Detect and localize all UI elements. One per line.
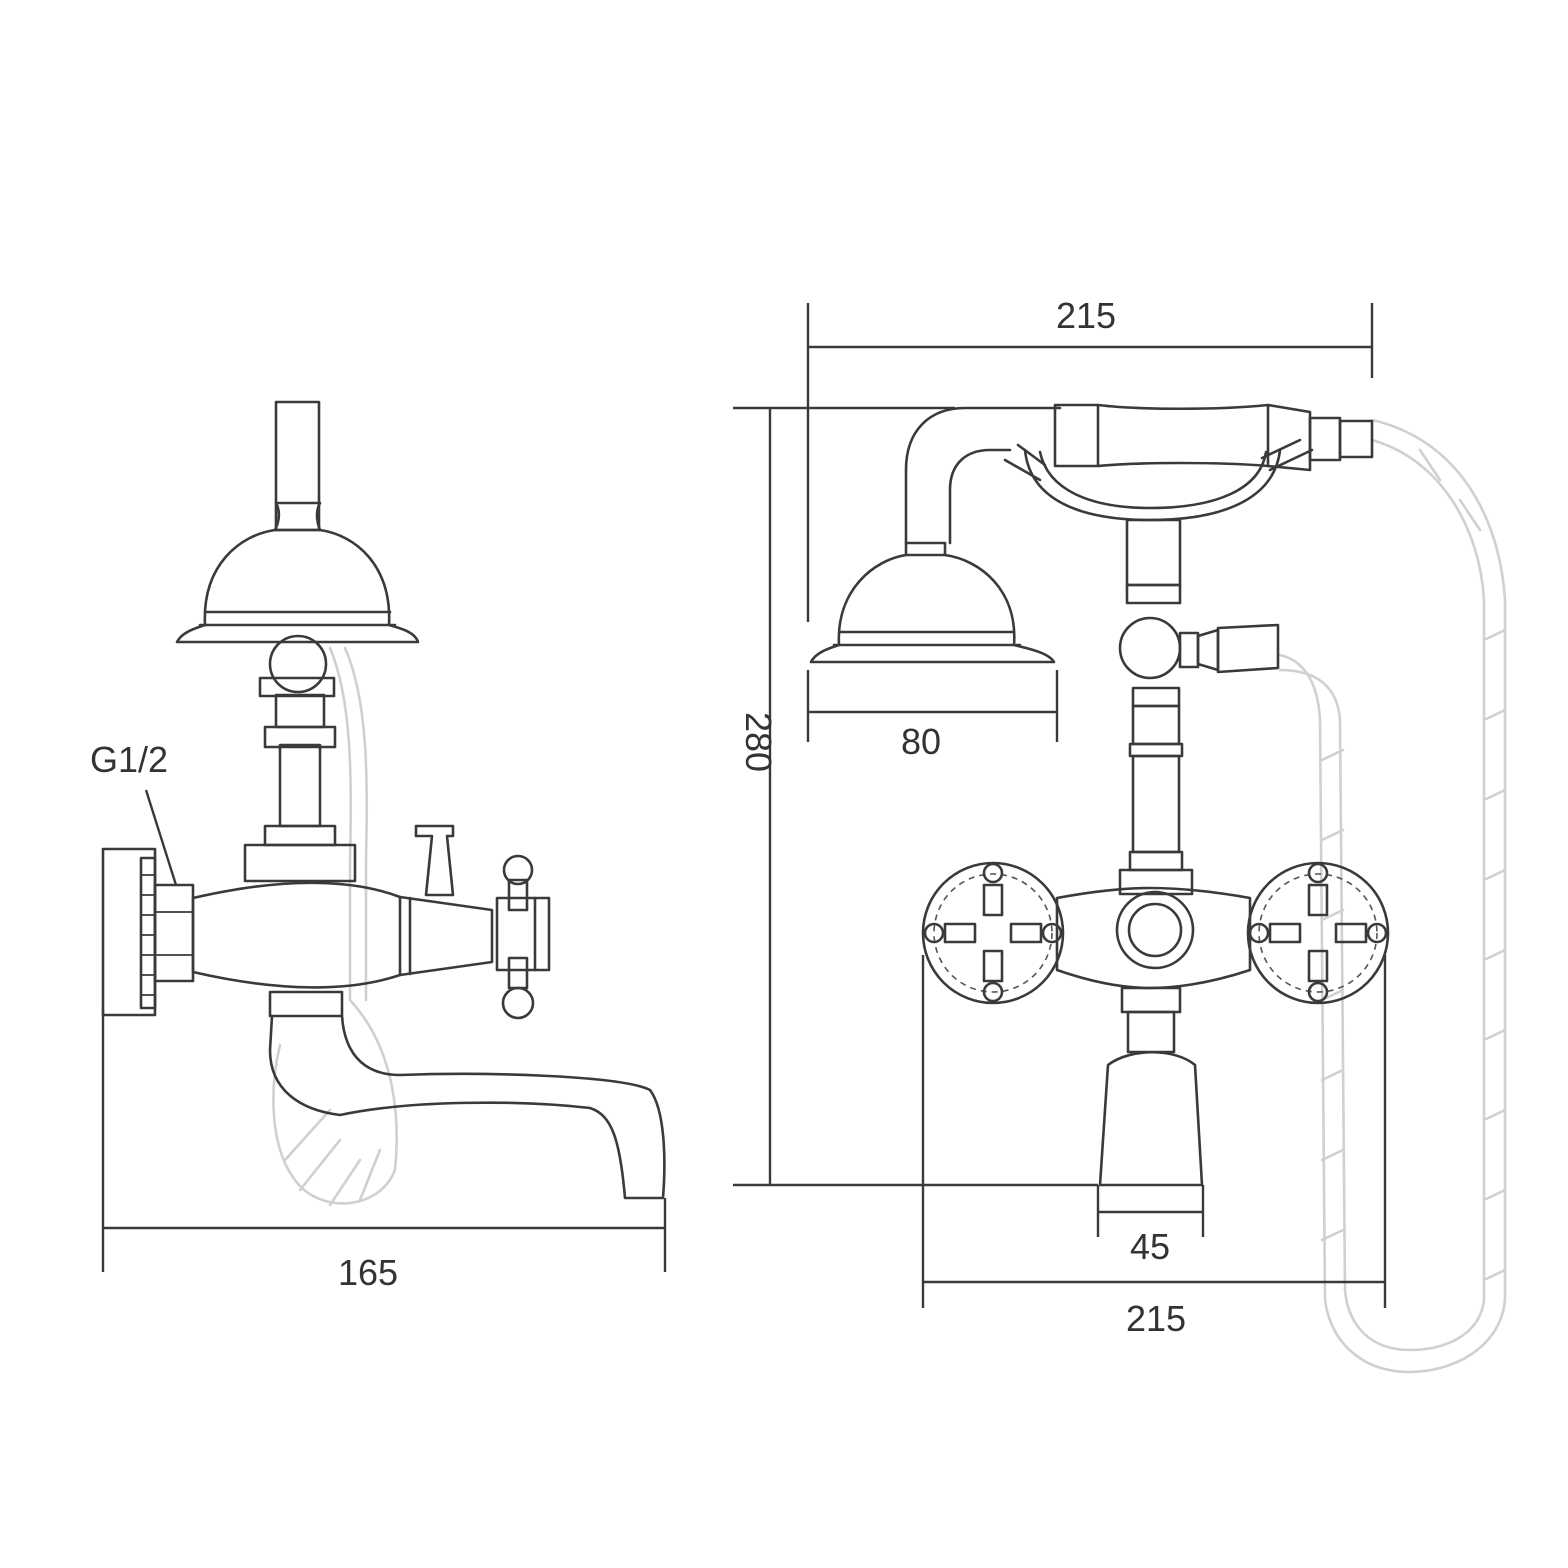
dimension-45 bbox=[1096, 1185, 1205, 1237]
front-spout bbox=[1098, 986, 1204, 1187]
side-hose bbox=[272, 646, 398, 1207]
side-spout bbox=[268, 990, 666, 1200]
dimension-80-label: 80 bbox=[901, 721, 941, 762]
dimension-165-label: 165 bbox=[338, 1252, 398, 1293]
front-riser bbox=[1118, 518, 1280, 896]
side-riser bbox=[258, 634, 337, 828]
mixer-body-side bbox=[191, 824, 551, 1020]
thread-leader bbox=[144, 789, 178, 886]
front-shower-head bbox=[809, 406, 1062, 664]
thread-label: G1/2 bbox=[90, 739, 168, 780]
front-body bbox=[1055, 886, 1252, 990]
dimension-215-top-label: 215 bbox=[1056, 295, 1116, 336]
dimension-215-top bbox=[806, 303, 1374, 622]
side-view: G1/2 165 bbox=[90, 400, 667, 1293]
left-cross-handle bbox=[921, 861, 1065, 1005]
side-shower-head bbox=[175, 400, 420, 644]
right-cross-handle bbox=[1246, 861, 1390, 1005]
dimension-80 bbox=[806, 670, 1059, 742]
dimension-215-bottom-label: 215 bbox=[1126, 1298, 1186, 1339]
dimension-165 bbox=[101, 1010, 667, 1272]
wall-flange bbox=[101, 847, 195, 1017]
handset-cradle bbox=[1003, 403, 1374, 522]
dimension-280-label: 280 bbox=[738, 712, 779, 772]
dimension-280 bbox=[733, 406, 1098, 1187]
dimension-215-bottom bbox=[921, 955, 1387, 1308]
front-view: 215 280 80 45 215 bbox=[733, 295, 1507, 1374]
dimension-45-label: 45 bbox=[1130, 1226, 1170, 1267]
front-hose bbox=[1278, 418, 1507, 1374]
